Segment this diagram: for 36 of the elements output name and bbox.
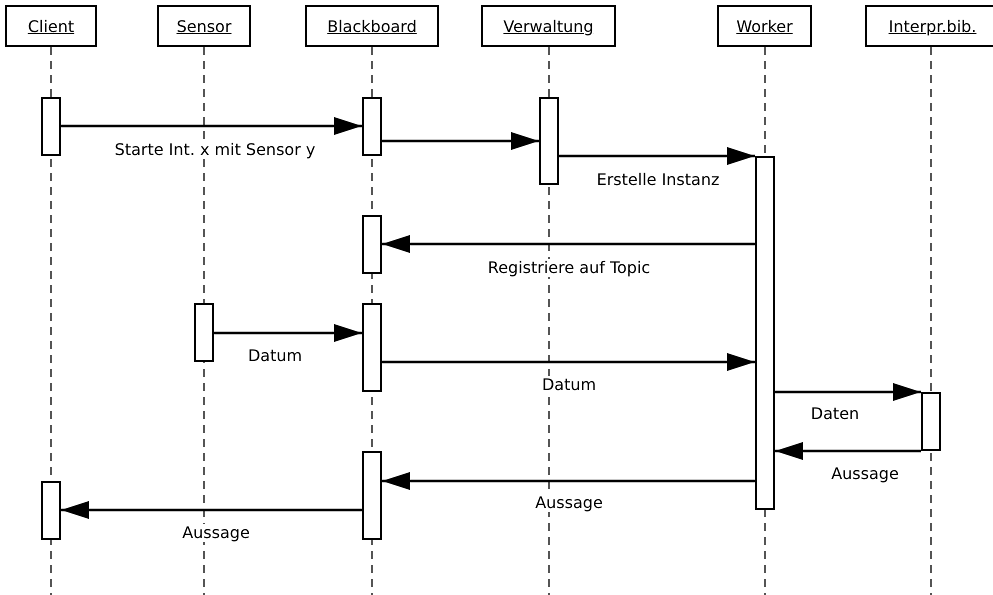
activation-bar — [194, 303, 214, 362]
lifeline-header-box — [305, 5, 439, 47]
activation-bar — [362, 97, 382, 156]
lifeline-name: Worker — [736, 16, 793, 36]
activation-bar — [362, 451, 382, 540]
activation-bar — [921, 392, 941, 451]
lifeline-name: Client — [28, 16, 74, 36]
message-label: Aussage — [533, 494, 605, 512]
message-arrow — [214, 324, 362, 342]
lifeline-name: Interpr.bib. — [888, 16, 976, 36]
message-arrow — [382, 353, 755, 371]
message-arrow — [382, 235, 755, 253]
lifeline-header-box — [865, 5, 993, 47]
lifeline-name: Verwaltung — [503, 16, 594, 36]
message-arrow — [559, 147, 755, 165]
message-arrow — [382, 132, 539, 150]
message-arrow — [775, 442, 921, 460]
lifeline-name: Sensor — [176, 16, 232, 36]
message-label: Starte Int. x mit Sensor y — [112, 141, 318, 159]
message-arrow — [61, 501, 362, 519]
message-label: Aussage — [180, 524, 252, 542]
lifeline-header-box — [481, 5, 616, 47]
lifeline-name: Blackboard — [327, 16, 417, 36]
activation-bar — [539, 97, 559, 185]
activation-bar — [362, 215, 382, 274]
lifeline-header-box — [717, 5, 812, 47]
lifeline-header-box — [5, 5, 97, 47]
activation-bar — [755, 156, 775, 510]
activation-bar — [41, 481, 61, 540]
message-arrow — [382, 472, 755, 490]
activation-bar — [41, 97, 61, 156]
lifeline-header-box — [157, 5, 251, 47]
activation-bar — [362, 303, 382, 392]
message-label: Aussage — [829, 465, 901, 483]
message-arrow — [61, 117, 362, 135]
message-arrow — [775, 383, 921, 401]
